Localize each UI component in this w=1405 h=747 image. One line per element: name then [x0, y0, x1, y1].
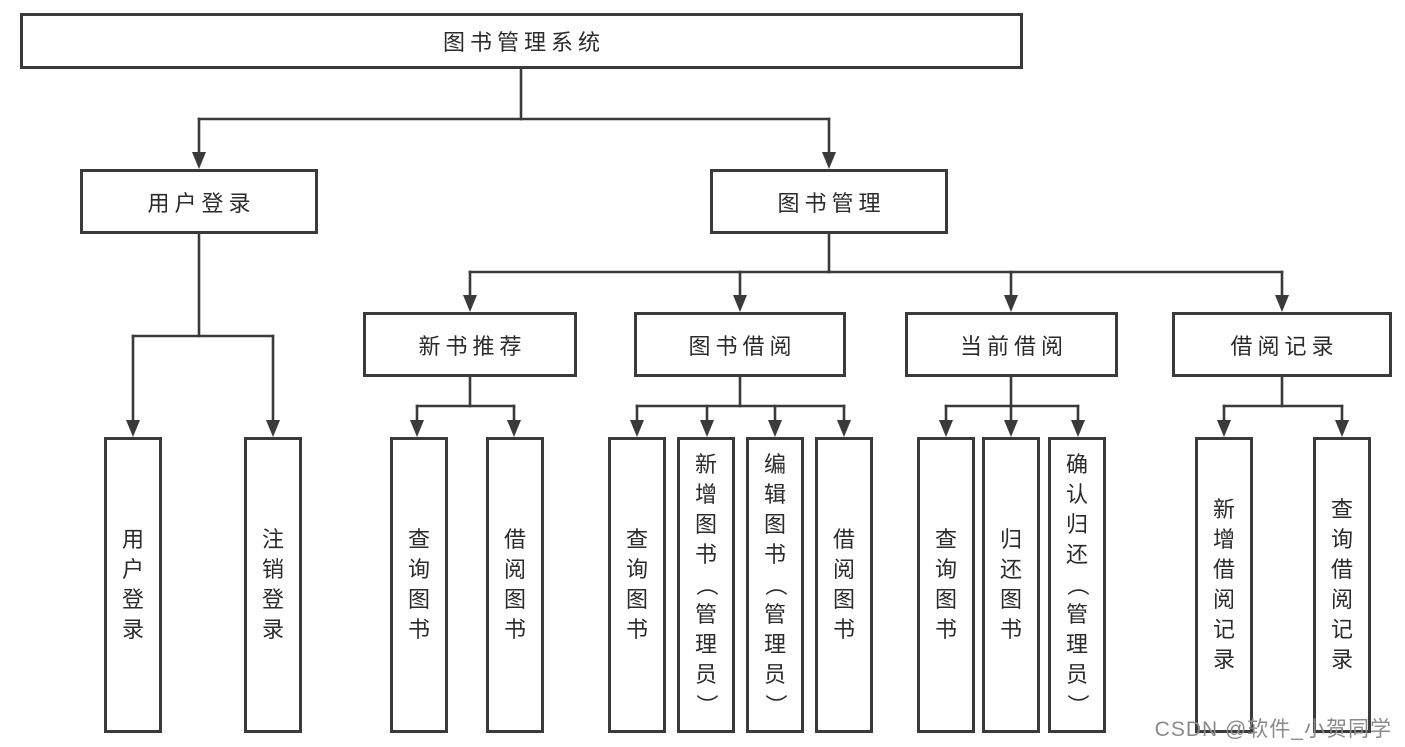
node-add-borrow-record: 新增借阅记录 [1195, 437, 1253, 733]
node-current-borrowing: 当前借阅 [905, 312, 1118, 377]
node-edit-books-admin: 编辑图书（管理员） [746, 437, 804, 733]
node-user-login-action: 用户登录 [104, 437, 162, 733]
node-borrow-books: 借阅图书 [815, 437, 873, 733]
node-query-borrow-record: 查询借阅记录 [1313, 437, 1371, 733]
node-query-books-recommend: 查询图书 [390, 437, 448, 733]
node-user-login: 用户登录 [80, 169, 318, 234]
node-book-borrowing: 图书借阅 [634, 312, 846, 377]
node-new-book-recommend: 新书推荐 [363, 312, 577, 377]
node-add-books-admin: 新增图书（管理员） [677, 437, 735, 733]
node-confirm-return-admin: 确认归还（管理员） [1048, 437, 1106, 733]
node-logout-action: 注销登录 [244, 437, 302, 733]
node-query-books-borrowing: 查询图书 [608, 437, 666, 733]
node-query-books-current: 查询图书 [917, 437, 975, 733]
node-library-management-system: 图书管理系统 [20, 13, 1023, 69]
node-book-management: 图书管理 [710, 169, 948, 234]
node-borrowing-records: 借阅记录 [1172, 312, 1392, 377]
csdn-watermark: CSDN @软件_小贺同学 [1154, 718, 1392, 741]
node-borrow-books-recommend: 借阅图书 [486, 437, 544, 733]
node-return-books: 归还图书 [982, 437, 1040, 733]
